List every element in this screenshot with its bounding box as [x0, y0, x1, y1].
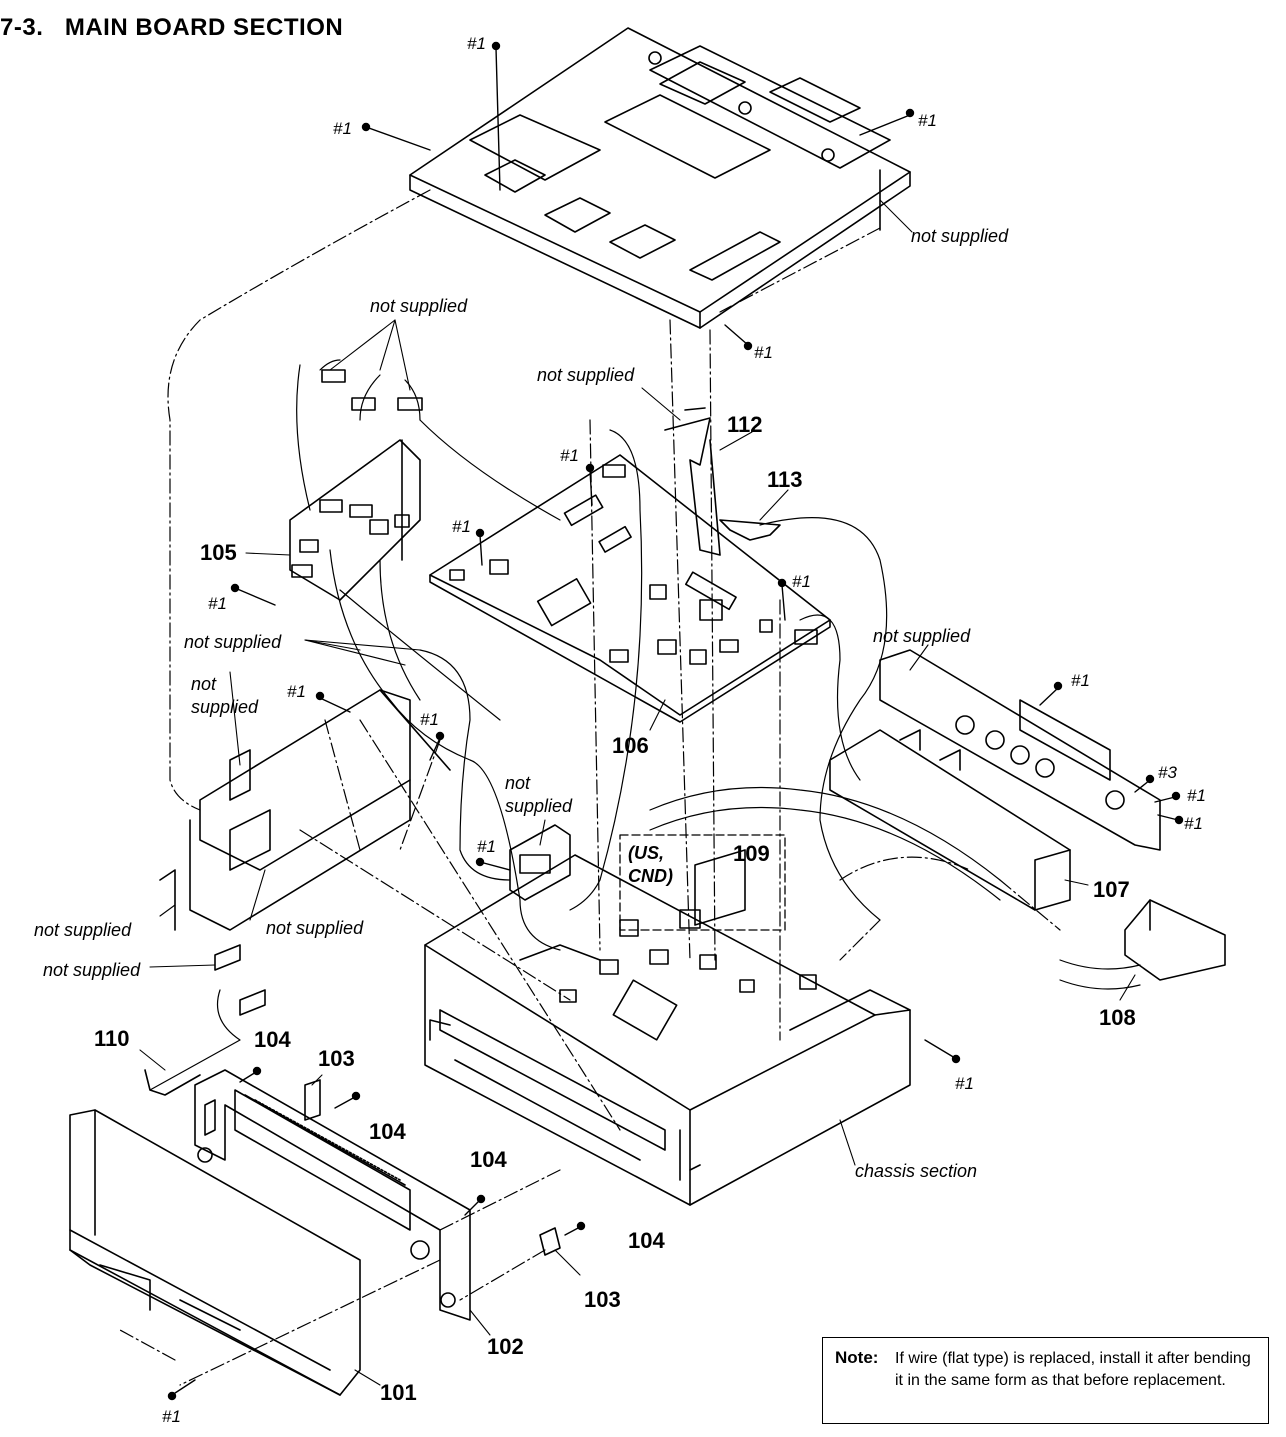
part-label-104-a: 104	[254, 1027, 291, 1052]
part-109	[694, 849, 746, 926]
screw-label: #1	[208, 594, 227, 613]
screw-label: #3	[1158, 763, 1177, 782]
note-box: Note: If wire (flat type) is replaced, i…	[822, 1337, 1269, 1424]
screw-label: #1	[792, 572, 811, 591]
part-label-107: 107	[1093, 877, 1130, 902]
not-supplied-label: supplied	[191, 697, 259, 717]
note-text: If wire (flat type) is replaced, install…	[895, 1350, 1251, 1389]
not-supplied-label: not supplied	[266, 918, 364, 938]
screws	[167, 41, 1184, 1401]
not-supplied-label: not supplied	[873, 626, 971, 646]
note-label: Note:	[835, 1348, 879, 1367]
screw-label: #1	[467, 34, 486, 53]
board-106	[429, 454, 831, 723]
screw-label: #1	[1071, 671, 1090, 690]
flat-cable-113	[719, 519, 781, 541]
left-bracket	[159, 689, 451, 931]
part-label-102: 102	[487, 1334, 524, 1359]
part-label-103-bottom: 103	[584, 1287, 621, 1312]
not-supplied-label: not supplied	[911, 226, 1009, 246]
cable-108-connector	[1124, 899, 1226, 981]
screw-label: #1	[287, 682, 306, 701]
part-label-104-b: 104	[369, 1119, 406, 1144]
chassis-section-label: chassis section	[855, 1161, 977, 1181]
rear-panel-bracket	[879, 649, 1161, 851]
not-supplied-label: not supplied	[43, 960, 141, 980]
screw-label: #1	[560, 446, 579, 465]
part-label-104-c: 104	[470, 1147, 507, 1172]
screw-label: #1	[162, 1407, 181, 1426]
front-panel-101	[69, 1109, 361, 1396]
screw-label: #1	[420, 710, 439, 729]
flat-cable-112	[664, 407, 721, 556]
screw-label: #1	[477, 837, 496, 856]
screw-label: #1	[333, 119, 352, 138]
screw-label: #1	[754, 343, 773, 362]
part-label-104-d: 104	[628, 1228, 665, 1253]
top-cover	[409, 27, 911, 329]
section-title: 7-3. MAIN BOARD SECTION	[0, 14, 344, 41]
not-supplied-label: not	[191, 674, 217, 694]
part-label-109: 109	[733, 841, 770, 866]
part-label-113: 113	[767, 467, 803, 492]
not-supplied-label: not	[505, 773, 531, 793]
part-label-103-top: 103	[318, 1046, 355, 1071]
screw-label: #1	[452, 517, 471, 536]
region-label: CND)	[628, 866, 673, 886]
part-103-top	[304, 1079, 321, 1121]
board-105	[289, 369, 423, 601]
part-label-105: 105	[200, 540, 237, 565]
flat-cable-110	[144, 944, 266, 1096]
not-supplied-label: not supplied	[370, 296, 468, 316]
screw-label: #1	[1184, 814, 1203, 833]
front-bracket-102	[194, 1069, 471, 1321]
part-label-108: 108	[1099, 1005, 1136, 1030]
part-label-110: 110	[94, 1026, 130, 1051]
board-107	[829, 729, 1071, 911]
not-supplied-label: supplied	[505, 796, 573, 816]
region-label: (US,	[628, 843, 664, 863]
part-label-101: 101	[380, 1380, 417, 1405]
part-label-106: 106	[612, 733, 649, 758]
part-103-bottom	[539, 1227, 561, 1256]
screw-label: #1	[1187, 786, 1206, 805]
screw-label: #1	[955, 1074, 974, 1093]
not-supplied-label: not supplied	[184, 632, 282, 652]
not-supplied-label: not supplied	[34, 920, 132, 940]
chassis-section	[424, 854, 911, 1206]
part-label-112: 112	[727, 412, 763, 437]
center-connector	[509, 824, 571, 901]
not-supplied-label: not supplied	[537, 365, 635, 385]
screw-label: #1	[918, 111, 937, 130]
